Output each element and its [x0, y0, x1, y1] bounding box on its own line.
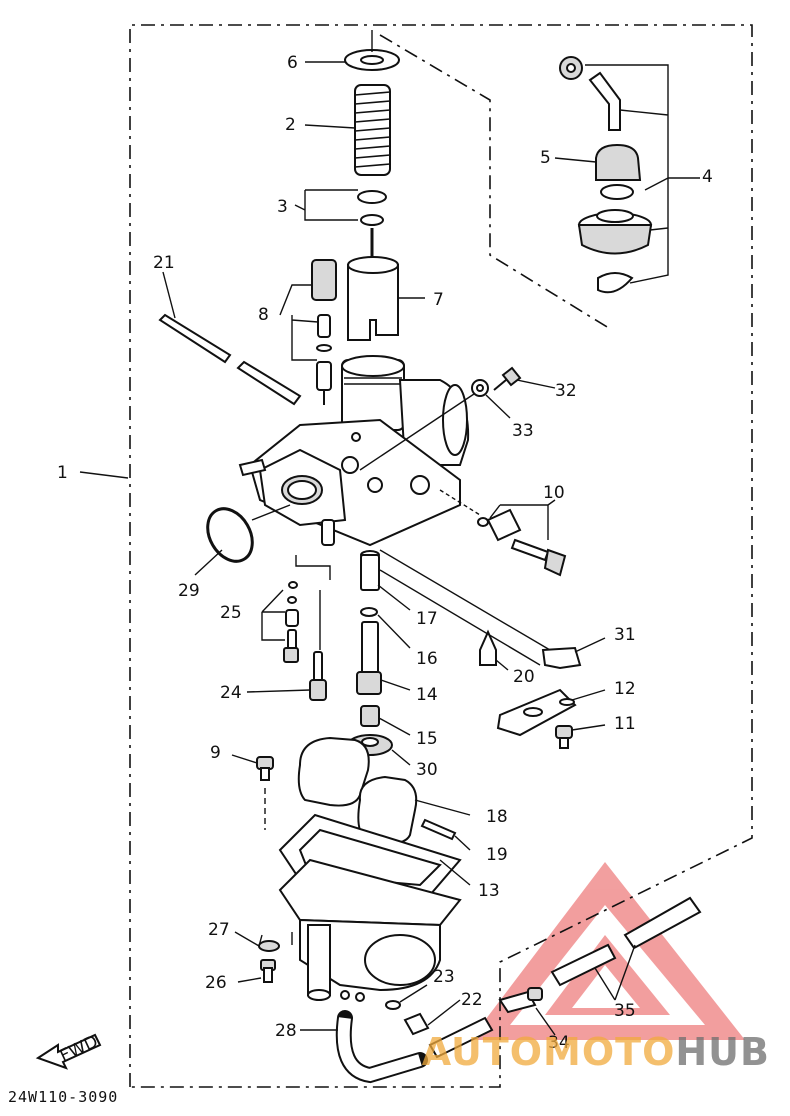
callout-8: 8	[258, 305, 269, 325]
breather-hose-part	[550, 896, 702, 987]
watermark-hub: HUB	[675, 1030, 770, 1074]
callout-31: 31	[614, 625, 636, 645]
throttle-valve-part	[347, 256, 399, 341]
callout-1: 1	[57, 463, 68, 483]
callout-18: 18	[486, 807, 508, 827]
small-o-ring-part	[385, 1000, 401, 1010]
starter-cap-part	[559, 56, 653, 294]
spring-part	[354, 84, 391, 176]
callout-9: 9	[210, 743, 221, 763]
float-pin-screw-part	[256, 756, 274, 830]
callout-10: 10	[543, 483, 565, 503]
o-ring-part	[206, 507, 254, 563]
callout-33: 33	[512, 421, 534, 441]
overflow-hose-part	[428, 987, 543, 1059]
callout-34: 34	[548, 1033, 570, 1053]
float-part	[297, 736, 418, 845]
carburetor-body-part	[238, 355, 470, 547]
vent-hose-part	[158, 313, 302, 406]
callout-28: 28	[275, 1021, 297, 1041]
main-jet-part	[360, 705, 380, 727]
callout-15: 15	[416, 729, 438, 749]
callout-14: 14	[416, 685, 438, 705]
pilot-jet-part	[309, 651, 327, 701]
callout-2: 2	[285, 115, 296, 135]
fwd-arrow-icon: FWD	[35, 1032, 102, 1070]
callout-32: 32	[555, 381, 577, 401]
float-bowl-part	[278, 813, 462, 1002]
part-reference-code: 24W110-3090	[8, 1088, 119, 1106]
washer-part	[344, 30, 400, 71]
watermark-text: AUTOMOTOHUB	[422, 1030, 770, 1074]
callout-26: 26	[205, 973, 227, 993]
air-screw-part	[283, 581, 299, 663]
callout-21: 21	[153, 253, 175, 273]
callout-30: 30	[416, 760, 438, 780]
needle-clip-part	[357, 190, 387, 262]
callout-25: 25	[220, 603, 242, 623]
callout-6: 6	[287, 53, 298, 73]
float-pin-part	[420, 818, 457, 841]
callout-11: 11	[614, 714, 636, 734]
callout-22: 22	[461, 990, 483, 1010]
callout-3: 3	[277, 197, 288, 217]
fwd-label: FWD	[57, 1032, 101, 1067]
callout-24: 24	[220, 683, 242, 703]
assembly-boundary	[129, 24, 753, 1088]
callout-12: 12	[614, 679, 636, 699]
watermark-auto: AUTO	[421, 1030, 544, 1074]
callout-16: 16	[416, 649, 438, 669]
callout-5: 5	[540, 148, 551, 168]
callout-20: 20	[513, 667, 535, 687]
callout-19: 19	[486, 845, 508, 865]
plate-part	[379, 549, 582, 749]
screw-32-part	[493, 366, 522, 391]
callout-27: 27	[208, 920, 230, 940]
callout-35: 35	[614, 1001, 636, 1021]
throttle-stop-screw-part	[439, 489, 567, 577]
callout-17: 17	[416, 609, 438, 629]
callout-13: 13	[478, 881, 500, 901]
cap-group-line	[379, 34, 613, 331]
float-needle-part	[479, 629, 497, 666]
drain-plug-part	[403, 1012, 430, 1036]
callout-7: 7	[433, 290, 444, 310]
callout-23: 23	[433, 967, 455, 987]
washer-33-part	[359, 379, 489, 471]
needle-jet-part	[356, 550, 382, 695]
drain-screw-part	[258, 940, 280, 983]
pilot-screw-part	[311, 259, 337, 405]
watermark-moto: MOTO	[543, 1030, 676, 1074]
leader-lines	[79, 61, 700, 1036]
callout-4: 4	[702, 167, 713, 187]
callout-29: 29	[178, 581, 200, 601]
callout-labels: 1 2 3 4 5 6 7 8 9 10 11 12 13 14 15 16 1…	[57, 53, 713, 1053]
